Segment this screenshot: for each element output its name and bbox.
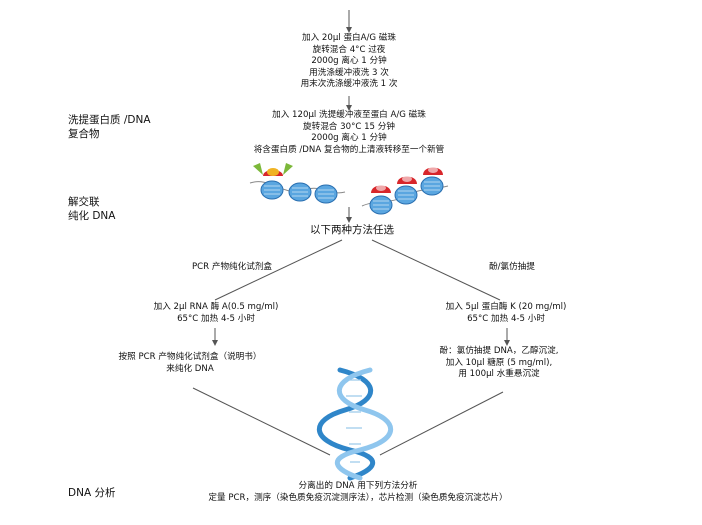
label-decrosslink: 解交联 纯化 DNA <box>68 195 115 223</box>
step-line: 旋转混合 30°C 15 分钟 <box>303 121 395 132</box>
label-line: 洗提蛋白质 /DNA <box>68 114 151 126</box>
left-step-purify: 按照 PCR 产物纯化试剂盒（说明书） 来纯化 DNA <box>119 352 262 375</box>
step-line: 加入 2μl RNA 酶 A(0.5 mg/ml) <box>153 302 279 312</box>
label-line: DNA 分析 <box>68 487 116 499</box>
step-line: 加入 120μl 洗提缓冲液至蛋白 A/G 磁珠 <box>272 110 426 120</box>
final-analysis: 分离出的 DNA 用下列方法分析 定量 PCR，测序（染色质免疫沉淀测序法），芯… <box>208 481 507 504</box>
dna-helix-icon <box>316 367 394 481</box>
step-line: 2000g 离心 1 分钟 <box>311 133 387 143</box>
merge-left-line <box>192 387 331 456</box>
step-line: 用末次洗涤缓冲液洗 1 次 <box>300 79 398 89</box>
step-line: 分离出的 DNA 用下列方法分析 <box>298 481 418 491</box>
step-line: 加入 10μl 糖原 (5 mg/ml), <box>445 357 553 368</box>
label-line: 复合物 <box>68 128 100 140</box>
step-line: 定量 PCR，测序（染色质免疫沉淀测序法），芯片检测（染色质免疫沉淀芯片） <box>208 492 508 503</box>
step-elution: 加入 120μl 洗提缓冲液至蛋白 A/G 磁珠 旋转混合 30°C 15 分钟… <box>254 110 445 156</box>
branch-title-phenol-chloroform: 酚/氯仿抽提 <box>489 262 535 272</box>
nucleosome-complex-right-icon <box>361 167 449 215</box>
step-line: 按照 PCR 产物纯化试剂盒（说明书） <box>118 352 262 362</box>
right-step-extraction: 酚：氯仿抽提 DNA，乙醇沉淀, 加入 10μl 糖原 (5 mg/ml), 用… <box>440 346 559 381</box>
nucleosome-complex-left-icon <box>249 163 346 204</box>
step-line: 65°C 加热 4-5 小时 <box>177 313 255 324</box>
step-line: 将含蛋白质 /DNA 复合物的上清液转移至一个新管 <box>253 144 445 155</box>
branch-left-line <box>214 239 343 301</box>
step-line: 酚：氯仿抽提 DNA，乙醇沉淀, <box>439 346 559 356</box>
step-bead-binding: 加入 20μl 蛋白A/G 磁珠 旋转混合 4°C 过夜 2000g 离心 1 … <box>301 33 398 91</box>
method-choice: 以下两种方法任选 <box>310 224 394 236</box>
step-line: 用 100μl 水重悬沉淀 <box>458 369 540 379</box>
merge-right-line <box>379 391 504 456</box>
step-line: 2000g 离心 1 分钟 <box>311 56 387 66</box>
branch-title-pcr-kit: PCR 产物纯化试剂盒 <box>191 262 273 272</box>
label-line: 纯化 DNA <box>68 210 116 222</box>
label-dna-analysis: DNA 分析 <box>68 486 115 500</box>
right-step-proteinase: 加入 5μl 蛋白酶 K (20 mg/ml) 65°C 加热 4-5 小时 <box>446 302 567 325</box>
step-line: 65°C 加热 4-5 小时 <box>467 313 545 324</box>
step-line: 用洗涤缓冲液洗 3 次 <box>309 67 389 78</box>
step-line: 来纯化 DNA <box>166 363 214 374</box>
step-line: 加入 20μl 蛋白A/G 磁珠 <box>302 33 396 43</box>
step-line: 旋转混合 4°C 过夜 <box>312 44 386 55</box>
branch-right-line <box>371 239 501 301</box>
label-wash-complex: 洗提蛋白质 /DNA 复合物 <box>68 113 151 141</box>
left-step-rnase: 加入 2μl RNA 酶 A(0.5 mg/ml) 65°C 加热 4-5 小时 <box>154 302 279 325</box>
label-line: 解交联 <box>68 196 100 208</box>
step-line: 加入 5μl 蛋白酶 K (20 mg/ml) <box>445 302 567 312</box>
